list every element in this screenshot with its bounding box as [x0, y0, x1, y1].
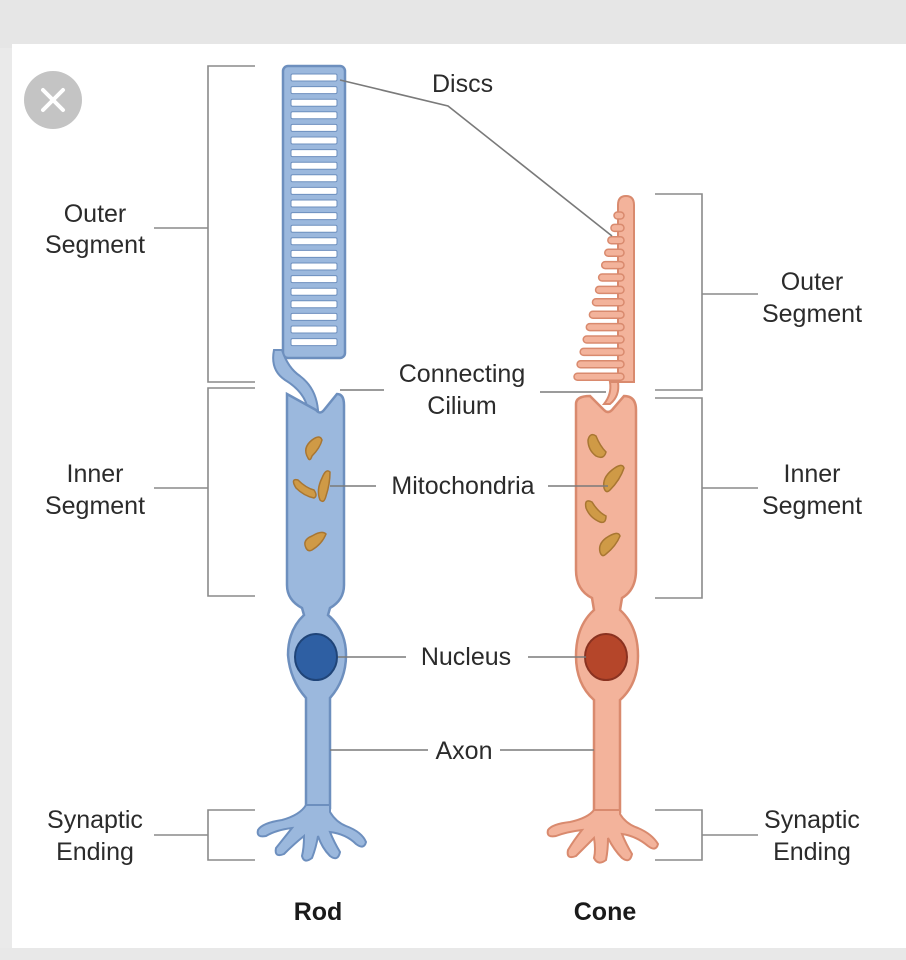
- bottom-background-band: [0, 948, 906, 960]
- right-outer-bracket: [655, 193, 758, 391]
- cone-disc: [588, 310, 625, 319]
- cone-disc: [573, 372, 625, 381]
- rod-disc: [290, 300, 338, 309]
- left-inner-segment-line2: Segment: [45, 492, 145, 520]
- rod-disc: [290, 262, 338, 271]
- rod-disc: [290, 111, 338, 120]
- right-inner-bracket: [655, 397, 758, 599]
- cone-disc: [604, 248, 625, 257]
- rod-disc: [290, 287, 338, 296]
- cone-disc: [579, 347, 625, 357]
- rod-disc: [290, 161, 338, 170]
- right-synaptic-bracket: [655, 809, 758, 861]
- rod-disc: [290, 224, 338, 233]
- close-button[interactable]: [24, 71, 82, 129]
- rod-synaptic-ending: [256, 804, 368, 862]
- rod-disc: [290, 174, 338, 183]
- cone-outer-segment: [573, 194, 635, 383]
- rod-disc: [290, 312, 338, 321]
- rod-disc: [290, 86, 338, 95]
- cone-disc: [594, 285, 625, 295]
- right-brackets: [655, 193, 758, 861]
- rod-discs: [290, 73, 338, 347]
- cone-inner-segment-body: [574, 394, 640, 814]
- axon-label: Axon: [436, 737, 493, 765]
- leader-lines: [330, 79, 613, 751]
- top-background-band: [0, 0, 906, 48]
- cone-disc: [607, 236, 625, 245]
- rod-cell: [256, 64, 368, 862]
- diagram-card: [12, 44, 906, 948]
- left-outer-segment-line1: Outer: [64, 200, 127, 228]
- rod-disc: [290, 186, 338, 195]
- left-outer-bracket: [154, 65, 255, 383]
- connecting-cilium-label-line1: Connecting: [399, 360, 525, 388]
- rod-disc: [290, 249, 338, 258]
- left-inner-segment-line1: Inner: [67, 460, 124, 488]
- right-outer-segment-line2: Segment: [762, 300, 862, 328]
- rod-inner-segment-body: [285, 391, 348, 810]
- rod-mitochondria: [292, 436, 331, 552]
- rod-disc: [290, 73, 338, 82]
- left-synaptic-bracket: [154, 809, 255, 861]
- cone-disc: [591, 298, 625, 307]
- cone-name-label: Cone: [574, 898, 637, 926]
- right-synaptic-ending-line2: Ending: [773, 838, 851, 866]
- cone-disc: [585, 322, 625, 332]
- cone-mitochondria: [584, 433, 625, 557]
- left-brackets: [154, 65, 255, 861]
- cone-disc: [597, 273, 625, 282]
- left-synaptic-ending-line1: Synaptic: [47, 806, 143, 834]
- rod-disc: [290, 237, 338, 246]
- close-icon: [41, 88, 65, 112]
- rod-disc: [290, 212, 338, 221]
- rod-disc: [290, 98, 338, 107]
- cone-connecting-cilium: [601, 381, 620, 405]
- cone-disc: [610, 223, 625, 233]
- rod-disc: [290, 275, 338, 284]
- right-inner-segment-line2: Segment: [762, 492, 862, 520]
- discs-leader: [339, 79, 613, 237]
- nucleus-label: Nucleus: [421, 643, 511, 671]
- cone-nucleus: [584, 633, 628, 681]
- cone-disc: [576, 360, 625, 369]
- left-outer-segment-line2: Segment: [45, 231, 145, 259]
- left-synaptic-ending-line2: Ending: [56, 838, 134, 866]
- rod-disc: [290, 338, 338, 347]
- rod-disc: [290, 199, 338, 208]
- discs-label: Discs: [432, 70, 493, 98]
- rod-name-label: Rod: [294, 898, 343, 926]
- rod-disc: [290, 123, 338, 132]
- cone-disc: [582, 335, 625, 344]
- rod-disc: [290, 325, 338, 334]
- cone-disc: [600, 260, 625, 270]
- rod-disc: [290, 136, 338, 145]
- right-outer-segment-line1: Outer: [781, 268, 844, 296]
- right-synaptic-ending-line1: Synaptic: [764, 806, 860, 834]
- right-inner-segment-line1: Inner: [784, 460, 841, 488]
- rod-nucleus: [294, 633, 338, 681]
- rod-disc: [290, 149, 338, 158]
- cone-synaptic-ending: [546, 809, 660, 864]
- connecting-cilium-label-line2: Cilium: [427, 392, 496, 420]
- rod-connecting-cilium: [272, 349, 320, 411]
- cone-disc: [613, 211, 625, 220]
- cone-cell: [546, 194, 660, 864]
- left-inner-bracket: [154, 387, 255, 597]
- mitochondria-label: Mitochondria: [391, 472, 534, 500]
